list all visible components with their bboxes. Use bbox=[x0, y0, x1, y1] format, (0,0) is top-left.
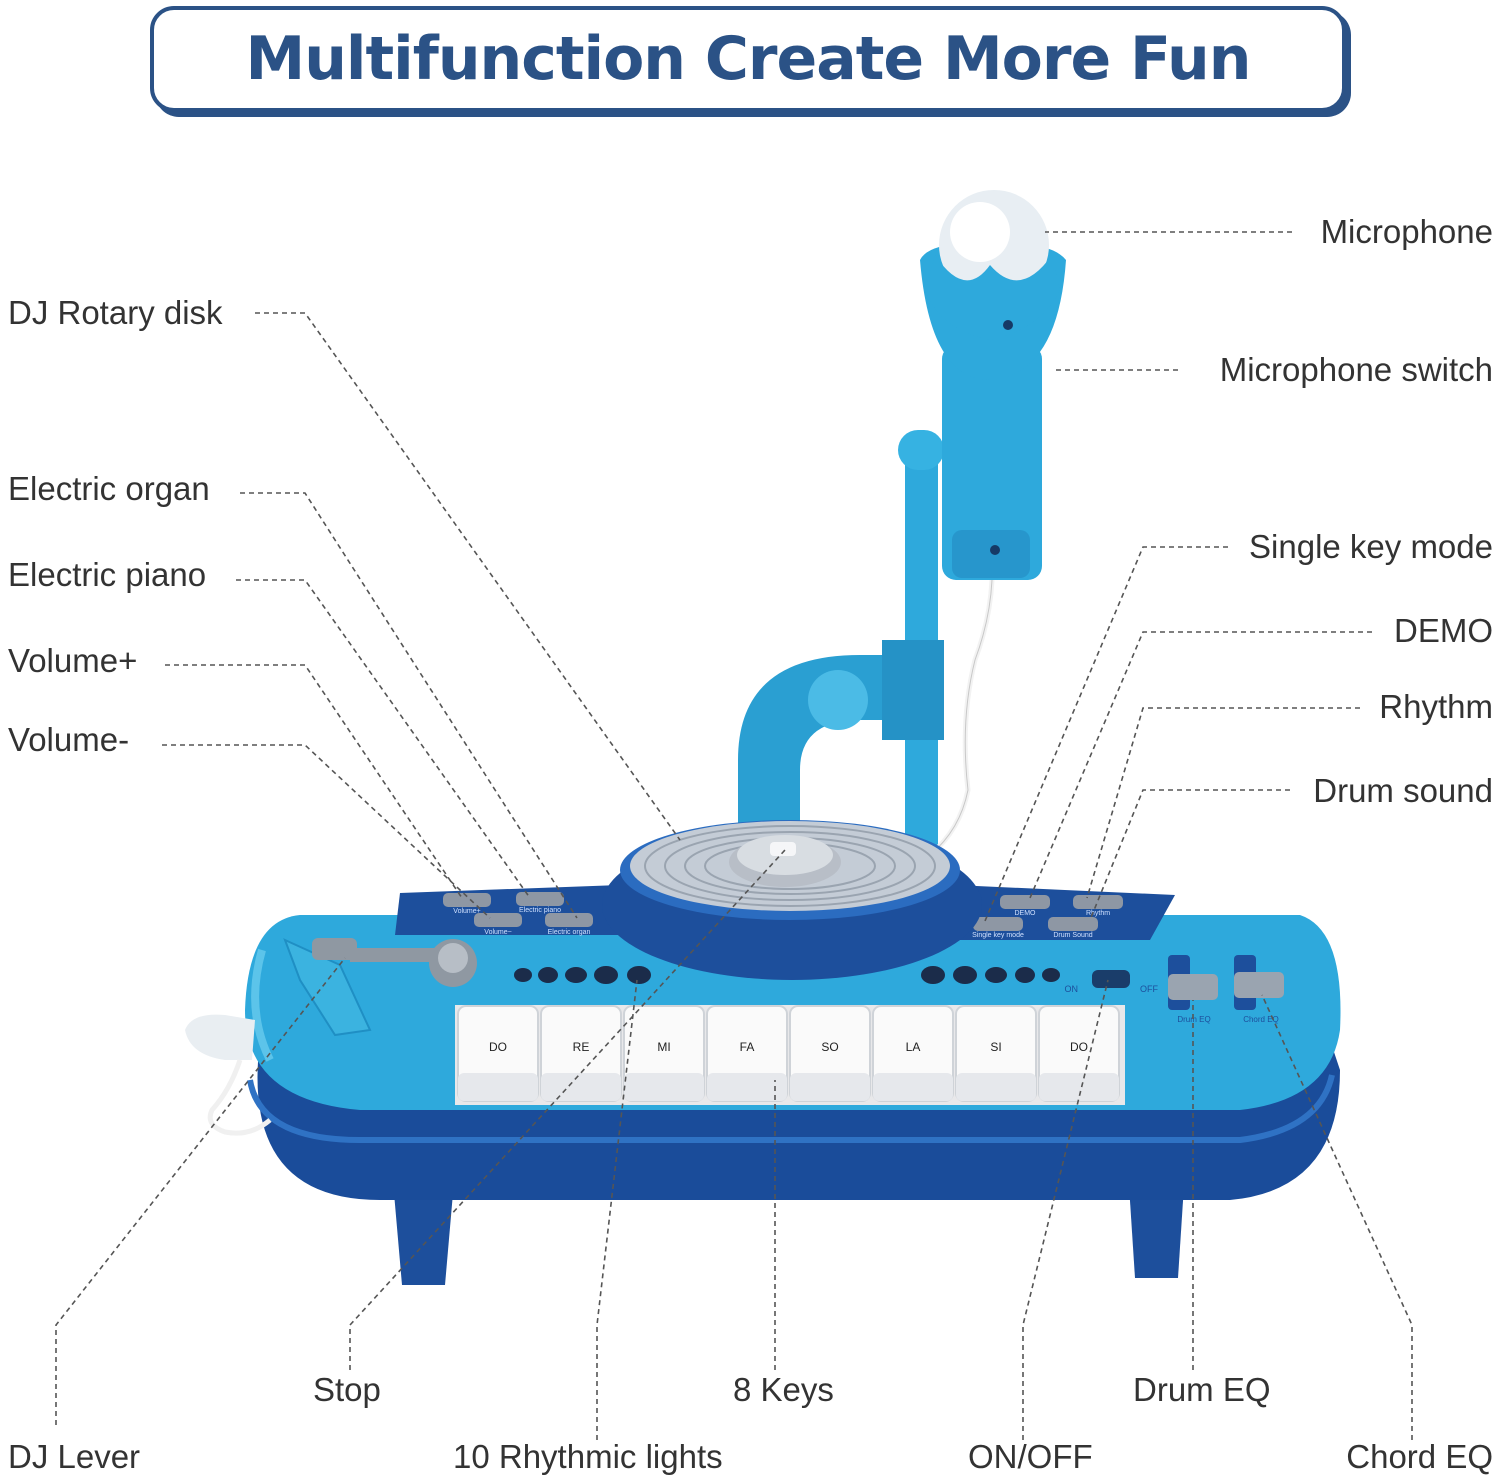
piano-key-note: MI bbox=[657, 1040, 670, 1054]
body-highlight bbox=[251, 948, 274, 1062]
piano-key-front bbox=[458, 1073, 538, 1101]
piano-key-front bbox=[707, 1073, 787, 1101]
label-rhythm: Rhythm bbox=[1379, 688, 1493, 725]
mic-petals bbox=[925, 255, 1060, 340]
leader-lines bbox=[55, 231, 1413, 1440]
lever-base bbox=[283, 938, 372, 1037]
volume-minus-button bbox=[474, 913, 522, 927]
label-rhythmic-lights: 10 Rhythmic lights bbox=[453, 1438, 723, 1475]
single-key-mode-button bbox=[973, 917, 1023, 931]
stand-knob bbox=[808, 670, 868, 730]
label-demo: DEMO bbox=[1394, 612, 1493, 649]
label-dj-lever: DJ Lever bbox=[8, 1438, 141, 1475]
piano-key-note: DO bbox=[489, 1040, 507, 1054]
panel-label-volume-plus: Volume+ bbox=[453, 908, 480, 915]
piano-key-front bbox=[873, 1073, 953, 1101]
slider-label-chord-eq: Chord EQ bbox=[1243, 1015, 1279, 1024]
drum-eq-slider bbox=[1168, 974, 1218, 1000]
slider-label-drum-eq: Drum EQ bbox=[1177, 1015, 1210, 1024]
stand-clamp bbox=[882, 640, 944, 740]
keyboard-keys: DO RE MI FA SO LA SI DO bbox=[455, 1005, 1125, 1105]
label-single-key-mode: Single key mode bbox=[1249, 528, 1493, 565]
mic-hole bbox=[1003, 320, 1013, 330]
label-drum-eq: Drum EQ bbox=[1133, 1371, 1271, 1408]
chord-eq-slider bbox=[1234, 972, 1284, 998]
rhythmic-lights bbox=[514, 966, 1060, 984]
piano-key-note: FA bbox=[740, 1040, 755, 1054]
piano-key-note: SO bbox=[821, 1040, 838, 1054]
switch-off-label: OFF bbox=[1140, 984, 1158, 994]
leader-dj-rotary-disk bbox=[255, 312, 681, 841]
dj-lever-knob-top bbox=[438, 943, 468, 973]
side-cable bbox=[207, 1059, 272, 1136]
panel-label-volume-minus: Volume− bbox=[484, 929, 511, 936]
piano-key-front bbox=[790, 1073, 870, 1101]
drum-sound-button bbox=[1048, 917, 1098, 931]
label-electric-organ: Electric organ bbox=[8, 470, 210, 507]
stand-top-cap bbox=[898, 430, 944, 470]
mic-switch-hole bbox=[990, 545, 1000, 555]
piano-key-note: DO bbox=[1070, 1040, 1088, 1054]
leader-rhythm bbox=[1086, 707, 1360, 899]
panel-label-electric-organ: Electric organ bbox=[548, 929, 591, 936]
label-volume-minus: Volume- bbox=[8, 721, 130, 758]
base-edge bbox=[247, 1074, 1335, 1143]
piano-key-front bbox=[1039, 1073, 1119, 1101]
label-electric-piano: Electric piano bbox=[8, 556, 207, 593]
mic-bottom bbox=[952, 530, 1030, 578]
leader-volume-plus bbox=[165, 664, 463, 899]
leader-dj-lever bbox=[55, 957, 346, 1425]
leader-on-off bbox=[1022, 979, 1109, 1440]
piano-key-note: RE bbox=[573, 1040, 590, 1054]
label-microphone: Microphone bbox=[1320, 213, 1493, 250]
label-8-keys: 8 Keys bbox=[733, 1371, 834, 1408]
piano-key-front bbox=[624, 1073, 704, 1101]
label-stop: Stop bbox=[313, 1371, 381, 1408]
stop-button-symbol bbox=[770, 842, 796, 856]
electric-piano-button bbox=[516, 892, 564, 906]
electric-organ-button bbox=[545, 913, 593, 927]
dj-lever-handle bbox=[312, 938, 357, 960]
piano-key-note: SI bbox=[990, 1040, 1001, 1054]
panel-label-rhythm: Rhythm bbox=[1086, 910, 1110, 917]
dj-lever-arm bbox=[350, 948, 450, 962]
leader-electric-organ bbox=[240, 492, 578, 919]
mic-cable-outline bbox=[929, 579, 993, 856]
leader-single-key-mode bbox=[984, 546, 1228, 922]
piano-key-front bbox=[541, 1073, 621, 1101]
title-text: Multifunction Create More Fun bbox=[245, 24, 1251, 94]
leader-rhythmic-lights bbox=[596, 979, 638, 1440]
rhythm-button bbox=[1073, 895, 1123, 909]
leader-drum-sound bbox=[1089, 789, 1290, 921]
label-chord-eq: Chord EQ bbox=[1346, 1438, 1493, 1475]
panel-label-single-key-mode: Single key mode bbox=[972, 932, 1024, 939]
panel-label-drum-sound: Drum Sound bbox=[1053, 932, 1092, 939]
disk-grooves bbox=[644, 825, 936, 907]
mic-handle bbox=[942, 345, 1042, 580]
leader-stop bbox=[349, 849, 786, 1370]
leader-electric-piano bbox=[236, 579, 531, 899]
side-plug bbox=[185, 1014, 255, 1060]
leader-demo bbox=[1029, 631, 1372, 899]
label-on-off: ON/OFF bbox=[968, 1438, 1093, 1475]
leader-chord-eq bbox=[1261, 994, 1413, 1440]
label-volume-plus: Volume+ bbox=[8, 642, 138, 679]
label-drum-sound: Drum sound bbox=[1313, 772, 1493, 809]
volume-plus-button bbox=[443, 893, 491, 907]
label-dj-rotary-disk: DJ Rotary disk bbox=[8, 294, 223, 331]
panel-label-demo: DEMO bbox=[1015, 910, 1037, 917]
leader-volume-minus bbox=[162, 744, 491, 919]
panel-label-electric-piano: Electric piano bbox=[519, 907, 561, 914]
label-microphone-switch: Microphone switch bbox=[1219, 351, 1493, 388]
on-off-switch bbox=[1092, 970, 1130, 988]
piano-key-front bbox=[956, 1073, 1036, 1101]
mic-ball-highlight bbox=[950, 202, 1010, 262]
title-banner: Multifunction Create More Fun bbox=[150, 6, 1346, 112]
demo-button bbox=[1000, 895, 1050, 909]
piano-key-note: LA bbox=[906, 1040, 921, 1054]
switch-on-label: ON bbox=[1065, 984, 1079, 994]
